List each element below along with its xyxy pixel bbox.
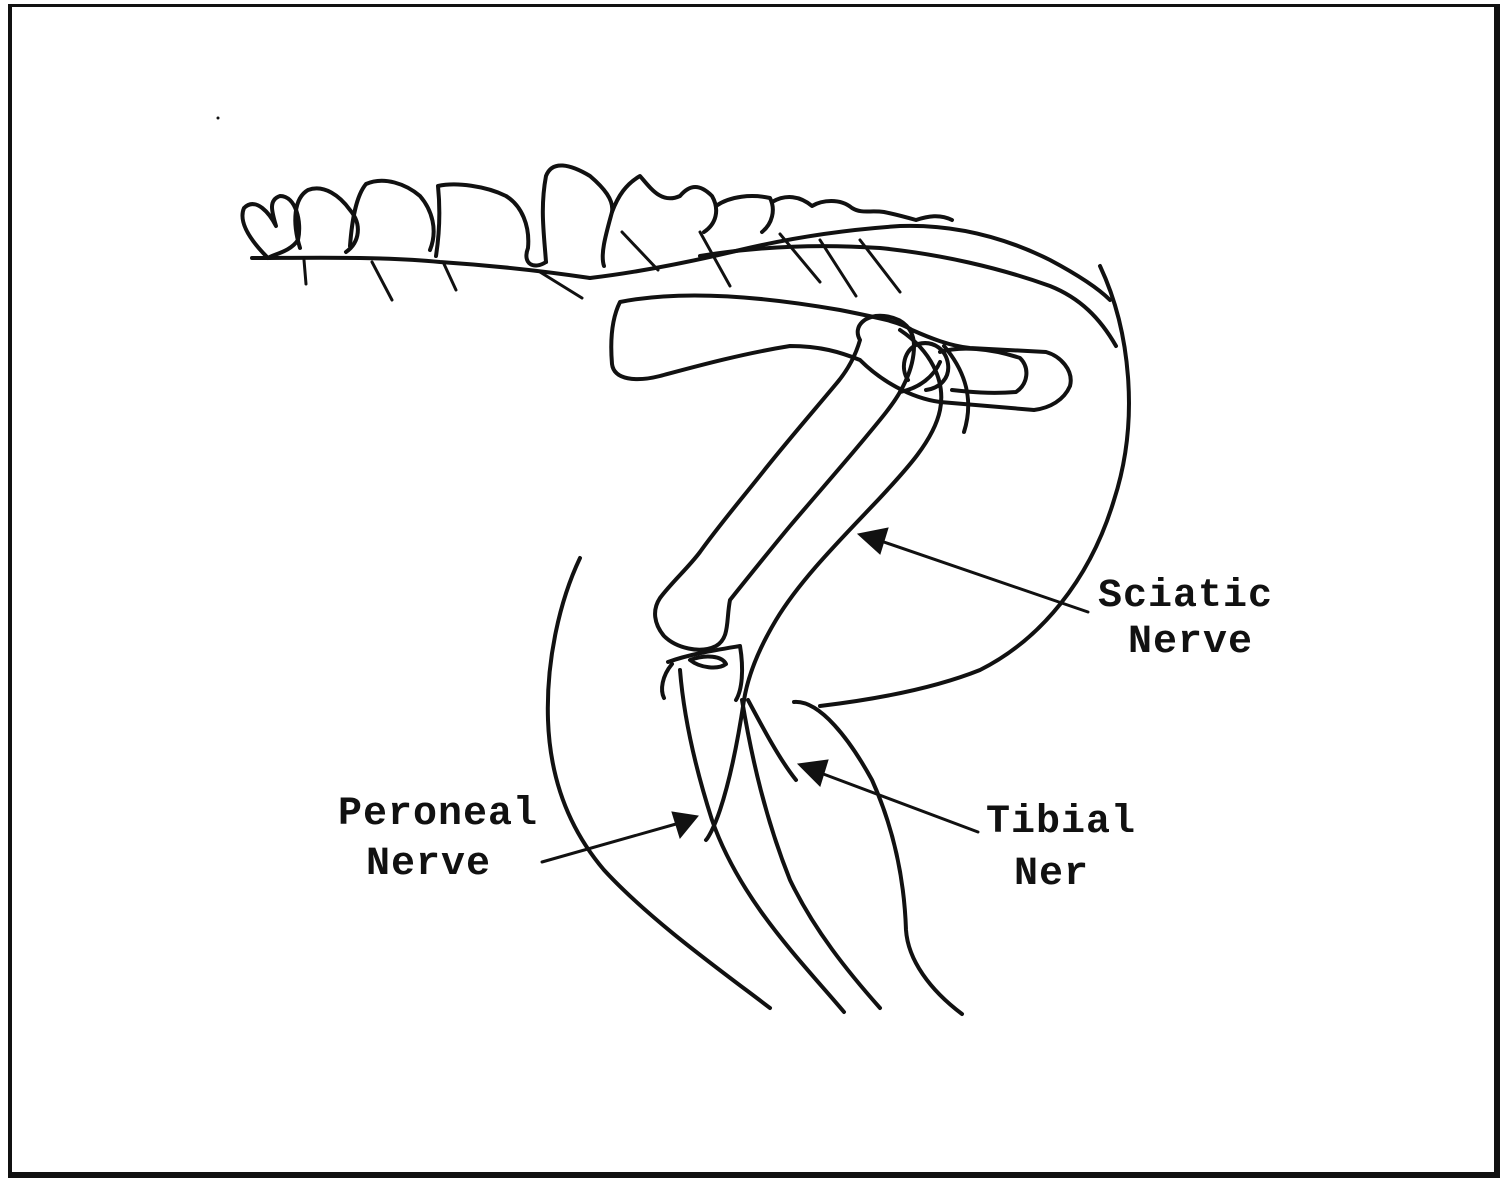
tibial-label-line1: Tibial [986, 800, 1136, 846]
speck [217, 117, 220, 120]
peroneal-arrow [542, 812, 698, 862]
pelvis [611, 296, 1070, 410]
sciatic-label-line1: Sciatic [1098, 574, 1273, 620]
sciatic-nerve-path [706, 330, 968, 840]
peroneal-label-line1: Peroneal [338, 792, 538, 838]
sciatic-arrow [858, 528, 1088, 612]
sciatic-label-line2: Nerve [1128, 620, 1253, 666]
spine-vertebrae [242, 165, 1116, 346]
tibial-label-line2: Ner [1014, 852, 1089, 898]
peroneal-label-line2: Nerve [366, 842, 491, 888]
